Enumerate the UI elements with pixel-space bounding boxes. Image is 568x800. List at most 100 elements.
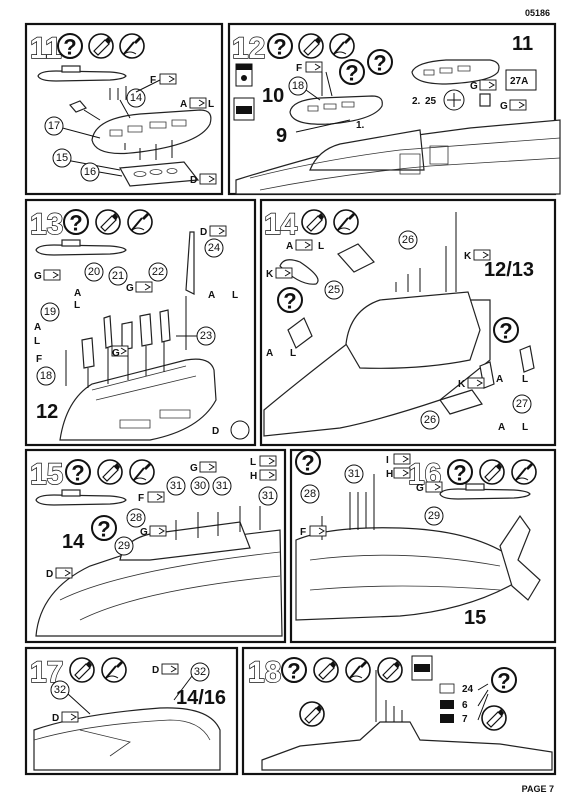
flag-label: F: [150, 75, 156, 86]
label-part: 25: [425, 96, 437, 107]
callout-18: 18: [40, 370, 52, 382]
step-ref-12-13: 12/13: [484, 259, 534, 281]
sail-part: [289, 95, 383, 125]
paint-flag: [259, 469, 277, 481]
callout-31: 31: [170, 480, 182, 492]
question-mark-icon: [63, 209, 89, 237]
flag-label: K: [266, 269, 274, 280]
flag-label: L: [250, 457, 256, 468]
sail-top-part: [91, 109, 212, 155]
step-ref-14-16: 14/16: [176, 687, 226, 709]
callout-17: 17: [48, 120, 60, 132]
step-ref-12: 12: [36, 401, 58, 423]
paint-flag: [467, 377, 485, 389]
paint-brush-icon: [129, 459, 155, 485]
submarine-thumbnail: [35, 494, 127, 506]
flag-label: L: [232, 290, 238, 301]
step-14-number: 14: [264, 208, 298, 241]
question-mark-icon: [493, 317, 519, 345]
flag-label: A: [34, 322, 41, 333]
flag-label: L: [34, 336, 40, 347]
sail-top-assembled: [411, 59, 500, 85]
decal-icon: [411, 655, 433, 681]
flag-label: L: [74, 300, 80, 311]
paint-flag: [393, 453, 411, 465]
step-ref-9: 9: [276, 125, 287, 147]
paint-flag: [473, 249, 491, 261]
flag-label: G: [140, 527, 148, 538]
hull-top: [33, 707, 221, 771]
callout-25: 25: [328, 284, 340, 296]
submarine-side: [261, 721, 553, 771]
paint-flag: [189, 97, 207, 109]
callout-26: 26: [424, 414, 436, 426]
question-mark-icon: [267, 33, 293, 61]
flag-label: A: [266, 348, 273, 359]
glue-tube-icon: [97, 459, 123, 485]
glue-tube-icon: [95, 209, 121, 235]
callout-20: 20: [88, 266, 100, 278]
paint-brush-icon: [345, 657, 371, 683]
question-mark-icon: [57, 33, 83, 61]
flag-label: G: [112, 348, 120, 359]
flag-decal: [440, 714, 454, 723]
flag-label: A: [498, 422, 505, 433]
label-step: 2.: [412, 96, 421, 107]
glue-tube-icon: [299, 701, 325, 727]
decal-icon: [233, 97, 255, 121]
paint-flag: [275, 267, 293, 279]
step-18-number: 18: [248, 656, 281, 689]
glue-tube-icon: [301, 209, 327, 235]
hatch-26: [337, 243, 375, 273]
decal-6: 6: [462, 700, 468, 711]
paint-flag: [509, 99, 527, 111]
callout-24: 24: [208, 242, 220, 254]
paint-flag: [295, 239, 313, 251]
label-27a: 27A: [510, 76, 528, 87]
glue-tube-icon: [481, 705, 507, 731]
document-code: 05186: [524, 8, 550, 18]
step-13-number: 13: [30, 208, 63, 241]
callout-28: 28: [304, 488, 316, 500]
paint-brush-icon: [127, 209, 153, 235]
paint-flag: [305, 61, 323, 73]
antenna-24: [185, 231, 195, 295]
callout-29: 29: [428, 510, 440, 522]
step-17-number: 17: [30, 656, 63, 689]
flag-label: G: [500, 101, 508, 112]
glue-tube-icon: [69, 657, 95, 683]
question-mark-icon: [339, 59, 365, 87]
paint-flag: [309, 525, 327, 537]
paint-flag: [393, 467, 411, 479]
paint-flag: [161, 663, 179, 675]
paint-brush-icon: [333, 209, 359, 235]
flag-label: A: [180, 99, 187, 110]
flag-label: D: [212, 426, 219, 437]
flag-label: F: [138, 493, 144, 504]
question-mark-icon: [65, 459, 91, 487]
flag-label: L: [208, 99, 214, 110]
flag-label: K: [464, 251, 472, 262]
flag-label: D: [200, 227, 207, 238]
step-ref-14: 14: [62, 531, 85, 553]
callout-29: 29: [118, 540, 130, 552]
callout-32: 32: [54, 684, 66, 696]
page-number: PAGE 7: [521, 784, 554, 794]
flag-label: G: [190, 463, 198, 474]
paint-brush-icon: [329, 33, 355, 59]
flag-label: H: [250, 471, 257, 482]
flag-decal: [439, 683, 455, 694]
callout-32: 32: [194, 666, 206, 678]
flag-label: G: [126, 283, 134, 294]
flag-label: A: [496, 374, 503, 385]
paint-brush-icon: [119, 33, 145, 59]
callout-16: 16: [84, 166, 96, 178]
callout-31: 31: [348, 468, 360, 480]
submarine-thumbnail: [35, 244, 127, 256]
paint-brush-icon: [101, 657, 127, 683]
step-ref-11: 11: [512, 33, 533, 55]
flag-label: D: [46, 569, 53, 580]
step-11-number: 11: [30, 32, 62, 65]
paint-flag: [147, 491, 165, 503]
callout-28: 28: [130, 512, 142, 524]
